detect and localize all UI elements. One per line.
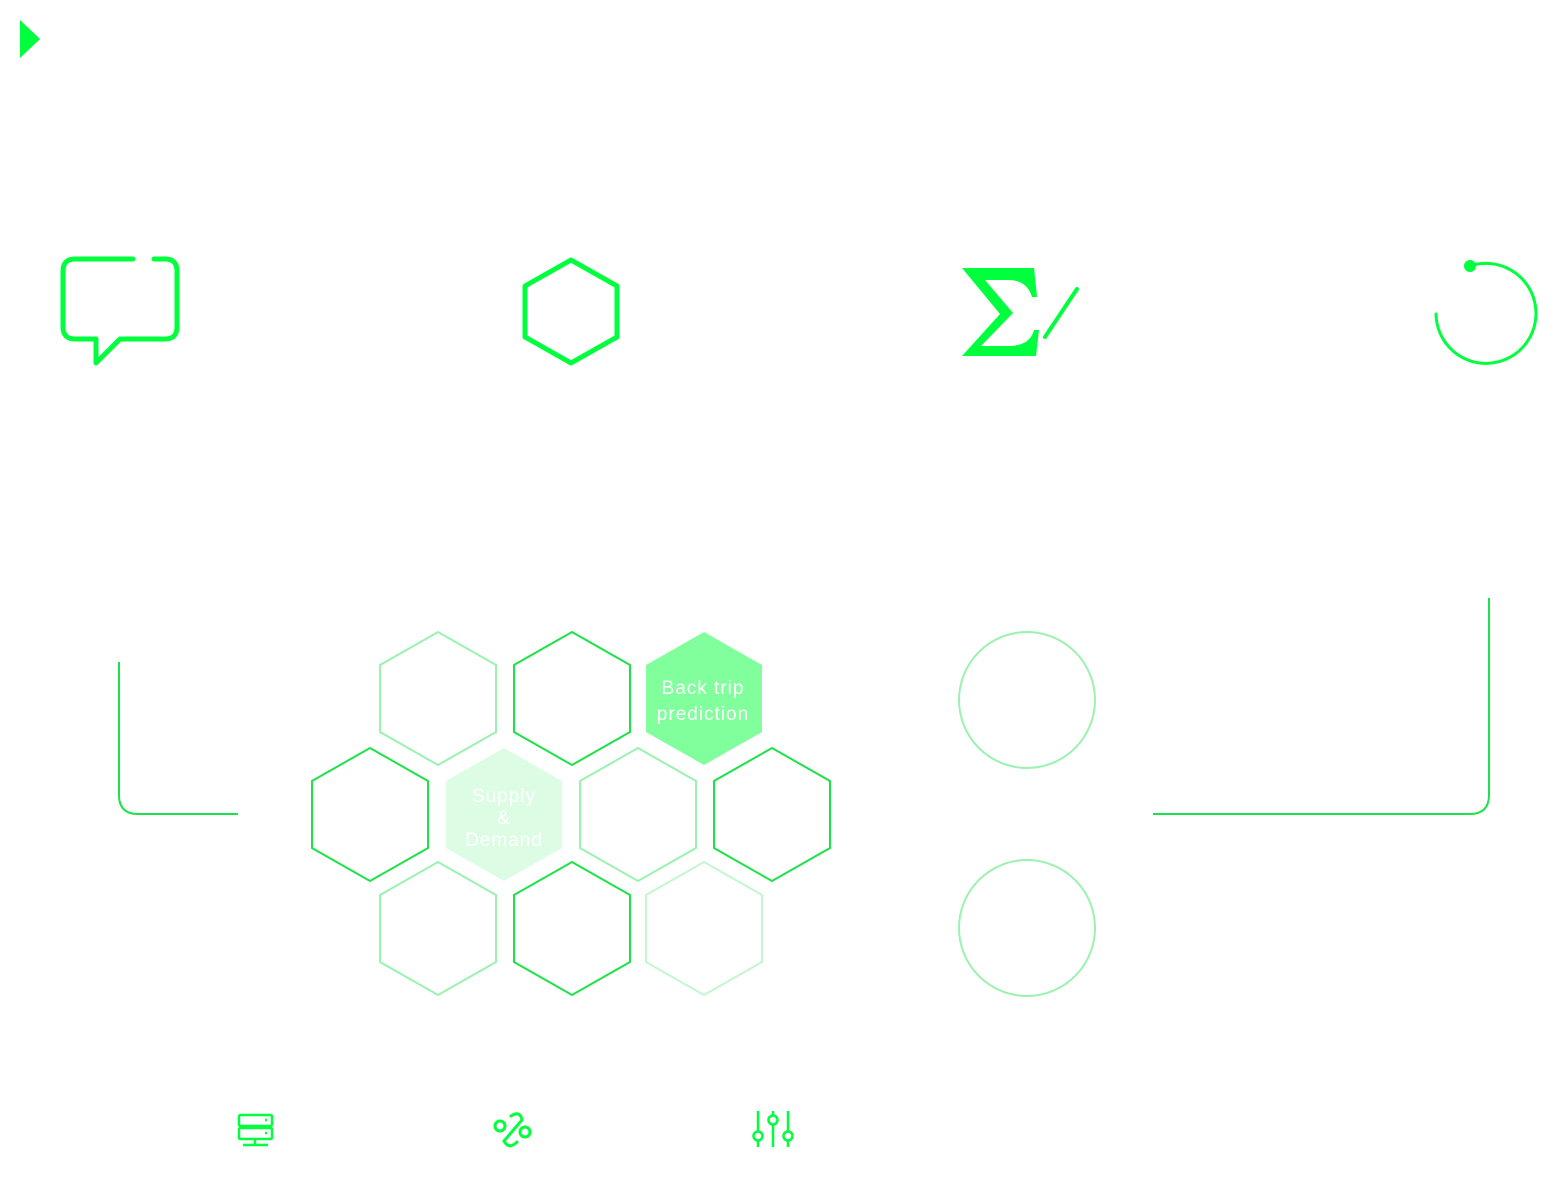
hex-label-line: Back trip [662, 678, 745, 699]
sliders-icon [752, 1111, 794, 1147]
sigma-slash-icon [962, 268, 1079, 356]
right-bracket-connector [1153, 598, 1490, 815]
route-link-icon [493, 1112, 532, 1148]
hex-cell [513, 630, 631, 767]
hex-label-line: prediction [657, 704, 749, 725]
honeycomb-grid: Back trip prediction Supply & Demand [311, 630, 831, 997]
hex-cell-supply-demand[interactable]: Supply & Demand [446, 748, 562, 881]
server-icon [237, 1113, 274, 1147]
hex-cell [645, 860, 763, 997]
hex-cell-back-trip-prediction[interactable]: Back trip prediction [646, 632, 762, 765]
left-bracket-connector [118, 662, 238, 815]
hex-cell [513, 860, 631, 997]
hex-label-line: Demand [465, 830, 543, 851]
hex-cell [311, 746, 429, 883]
hex-label-line: & [497, 808, 511, 829]
chat-bubble-icon [60, 256, 180, 366]
hexagon-icon [522, 257, 620, 366]
hex-cell [579, 746, 697, 883]
circle-node-top [958, 631, 1096, 769]
play-triangle-icon[interactable] [20, 20, 40, 58]
hex-cell [379, 630, 497, 767]
hex-cell [713, 746, 831, 883]
hex-label-line: Supply [472, 786, 536, 807]
circle-node-bottom [958, 859, 1096, 997]
loading-arc-icon [1434, 260, 1538, 365]
hex-cell [379, 860, 497, 997]
